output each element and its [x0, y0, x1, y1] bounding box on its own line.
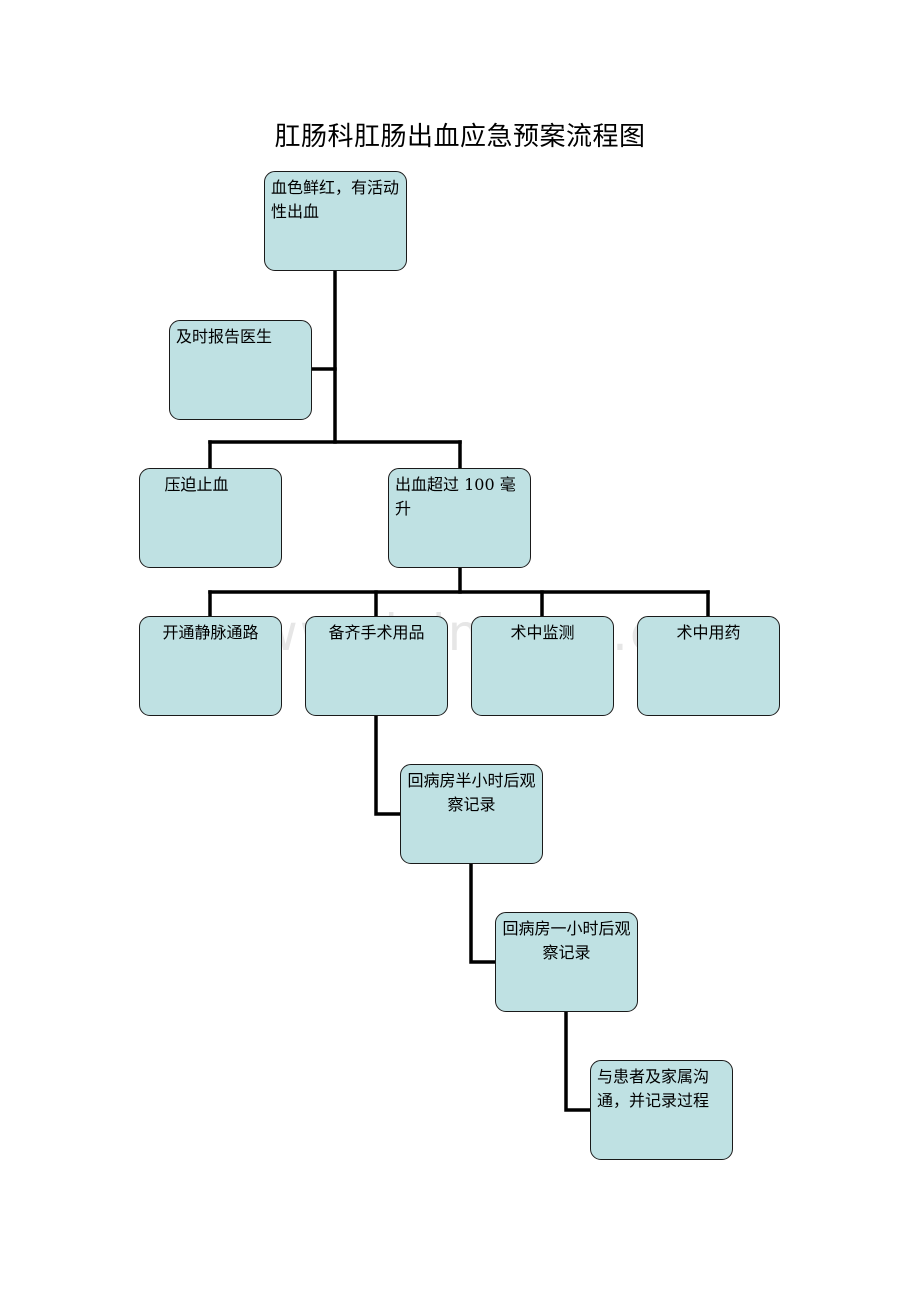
node-intraop-medication: 术中用药 — [637, 616, 780, 716]
node-over-100ml: 出血超过 100 毫升 — [388, 468, 531, 568]
node-bright-red-bleeding: 血色鲜红，有活动性出血 — [264, 171, 407, 271]
connector-family — [564, 1009, 593, 1112]
node-iv-access: 开通静脉通路 — [139, 616, 282, 716]
node-observe-one-hour: 回病房一小时后观察记录 — [495, 912, 638, 1012]
connector-half-hour — [374, 714, 403, 816]
node-prepare-supplies: 备齐手术用品 — [305, 616, 448, 716]
connector-one-hour — [469, 861, 498, 964]
node-communicate-family: 与患者及家属沟通，并记录过程 — [590, 1060, 733, 1160]
node-observe-half-hour: 回病房半小时后观察记录 — [400, 764, 543, 864]
page-title: 肛肠科肛肠出血应急预案流程图 — [274, 122, 646, 152]
node-compression: 压迫止血 — [139, 468, 282, 568]
node-report-doctor: 及时报告医生 — [169, 320, 312, 420]
node-intraop-monitoring: 术中监测 — [471, 616, 614, 716]
